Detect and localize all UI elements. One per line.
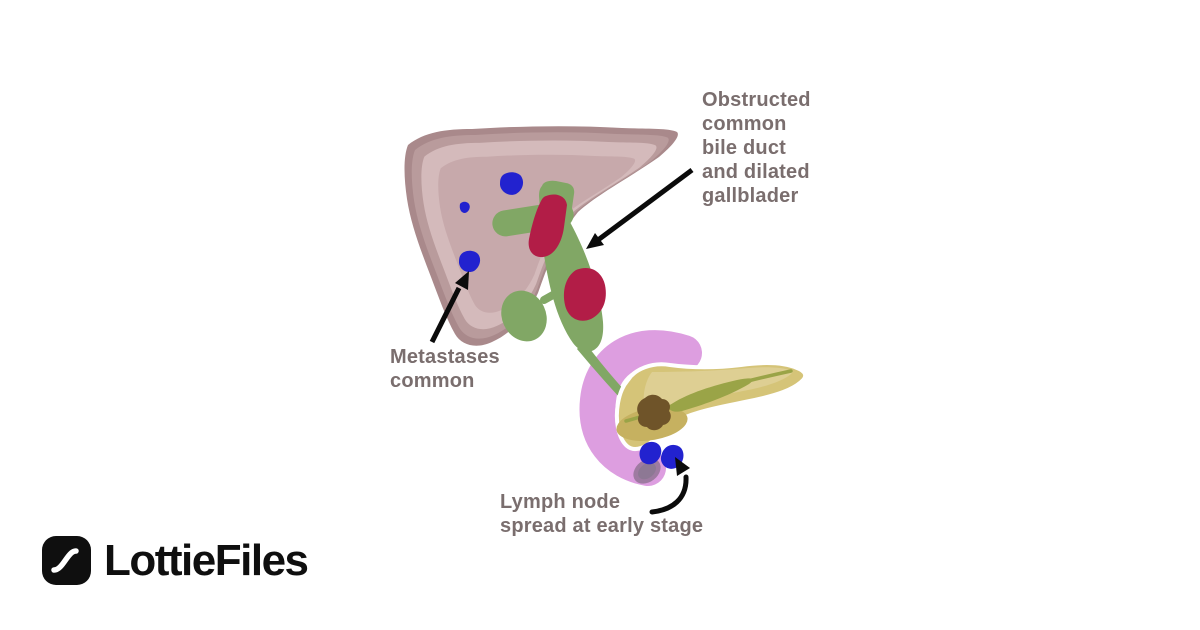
lottie-curve-glyph (51, 548, 79, 573)
duodenum-cut-end (633, 458, 661, 484)
metastases-arrow-shaft (429, 286, 462, 344)
obstructed-duct-label: Obstructed common bile duct and dilated … (702, 89, 811, 207)
common-bile-duct-tail (577, 341, 626, 398)
metastasis-dot (500, 172, 524, 195)
bile-duct-arrow-shaft (596, 167, 694, 243)
bile-duct-arrow (586, 167, 694, 249)
pancreas-tumor (637, 394, 671, 431)
lymph-node-arrow (649, 457, 690, 515)
lymph-node-arrow-shaft (649, 474, 689, 515)
metastasis-dot (459, 250, 481, 273)
bile-duct-arrow-head (586, 233, 604, 249)
lymph-node-arrow-head (675, 457, 690, 476)
liver-metastases-dots (459, 172, 524, 273)
lottie-s-curve-icon (42, 536, 91, 585)
metastases-label: Metastases common (390, 346, 500, 392)
lottiefiles-logo: LottieFiles (42, 536, 309, 585)
metastasis-dot-small (459, 201, 470, 213)
metastases-arrow (429, 271, 469, 344)
lymph-node-dot (639, 441, 662, 465)
duodenum-illustration (579, 330, 702, 486)
lottiefiles-wordmark: LottieFiles (104, 536, 309, 585)
metastases-arrow-head (455, 271, 469, 290)
obstruction-lower (563, 267, 606, 321)
duodenum-loop (579, 330, 702, 486)
gallbladder (501, 290, 547, 342)
obstruction-upper (528, 194, 567, 258)
pancreas-illustration (614, 361, 808, 451)
bile-duct-tree (492, 180, 626, 398)
duodenum-cut-lumen (638, 462, 656, 480)
pancreatic-duct-leaf (669, 378, 753, 412)
lymph-node-label: Lymph node spread at early stage (500, 491, 704, 537)
